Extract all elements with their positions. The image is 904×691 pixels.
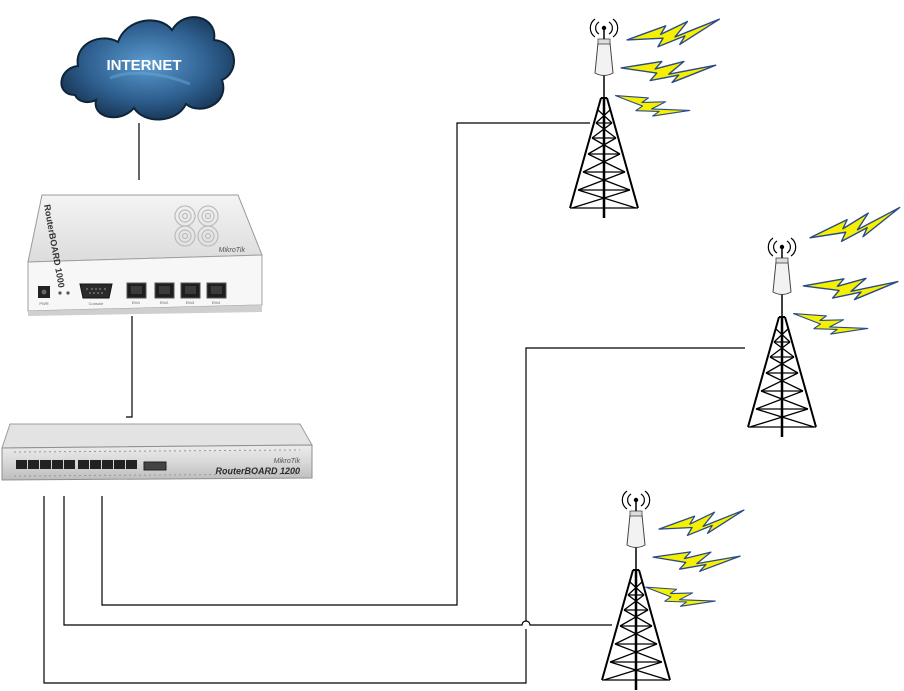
tower-2 xyxy=(746,205,904,439)
rb1200-brand: MikroTik xyxy=(274,458,301,465)
internet-cloud: INTERNET xyxy=(60,16,235,121)
router-rb1200: MikroTik RouterBOARD 1200 xyxy=(1,423,313,481)
tower-1 xyxy=(568,17,723,220)
port-label-console: Console xyxy=(89,301,104,306)
port-label-eth1: Eth1 xyxy=(132,300,141,305)
link-tower-2 xyxy=(43,347,745,684)
port-label-pwr: PWR xyxy=(39,301,48,306)
led-indicator xyxy=(58,291,62,295)
tower-3 xyxy=(600,489,747,691)
link-tower-1 xyxy=(101,122,590,606)
port-label-eth4: Eth4 xyxy=(212,300,221,305)
signal-bolts xyxy=(790,205,904,346)
cloud-label: INTERNET xyxy=(107,57,182,74)
rb1000-ethernet-ports xyxy=(126,282,227,299)
connection-lines xyxy=(43,122,745,684)
port-label-eth3: Eth3 xyxy=(186,300,195,305)
rb1200-console-port xyxy=(143,461,167,471)
rb1200-model-label: RouterBOARD 1200 xyxy=(215,466,300,476)
signal-bolts xyxy=(612,17,723,128)
router-rb1000: MikroTik RouterBOARD 1000 PWR Console Et… xyxy=(27,194,263,316)
signal-bolts xyxy=(642,508,747,617)
rb1000-brand: MikroTik xyxy=(219,247,246,254)
vent-grill xyxy=(174,205,219,247)
link-router-switch xyxy=(126,316,133,418)
link-tower-3 xyxy=(63,496,612,626)
console-port xyxy=(79,283,113,299)
rb1200-ethernet-ports xyxy=(16,460,137,469)
port-label-eth2: Eth2 xyxy=(160,300,169,305)
